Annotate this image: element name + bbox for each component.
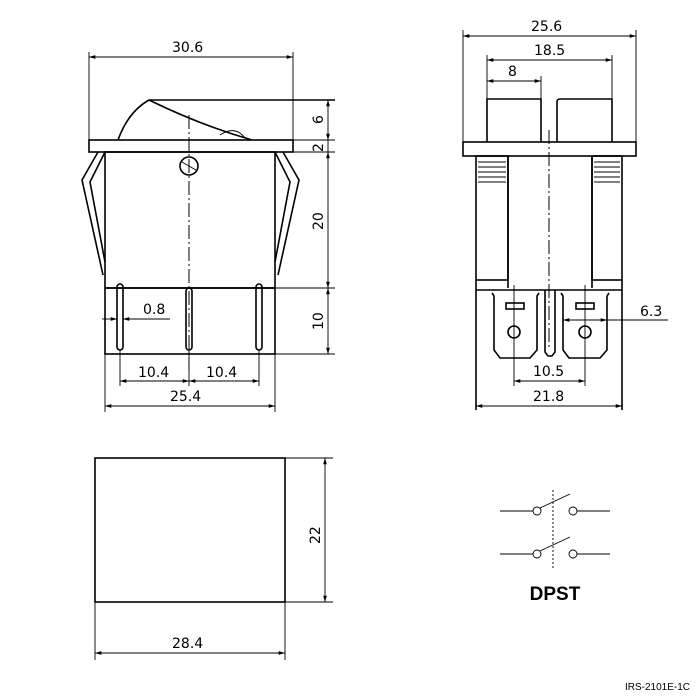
dim-width-top: 30.6 (172, 40, 203, 56)
dim-terminal-pitch: 10.5 (533, 364, 564, 380)
dim-pitch-left: 10.4 (138, 365, 169, 381)
dim-rocker-height: 6 (311, 115, 327, 124)
front-view: 30.6 6 2 20 10 0.8 10.4 10.4 25.4 (81, 40, 335, 412)
dpst-schematic: DPST (500, 490, 610, 605)
dim-terminal-width: 6.3 (640, 304, 662, 320)
dim-cutout-height: 22 (308, 526, 324, 544)
dim-pin-length: 10 (311, 312, 327, 330)
part-number: IRS-2101E-1C (625, 682, 690, 693)
dim-side-body-width: 21.8 (533, 389, 564, 405)
dim-pin-thickness: 0.8 (143, 302, 165, 318)
dim-side-width-top: 25.6 (531, 19, 562, 35)
dim-rocker-half: 8 (508, 64, 517, 80)
dim-cutout-width: 28.4 (172, 636, 203, 652)
dim-body-width: 25.4 (170, 389, 201, 405)
dim-body-height: 20 (311, 212, 327, 230)
panel-cutout: 22 28.4 (94, 457, 333, 660)
dim-flange: 2 (311, 143, 327, 152)
dim-rocker-width: 18.5 (534, 43, 565, 59)
side-view: 25.6 18.5 8 6.3 10.5 21.8 (462, 19, 668, 410)
schematic-label: DPST (530, 584, 581, 605)
dim-pitch-right: 10.4 (206, 365, 237, 381)
